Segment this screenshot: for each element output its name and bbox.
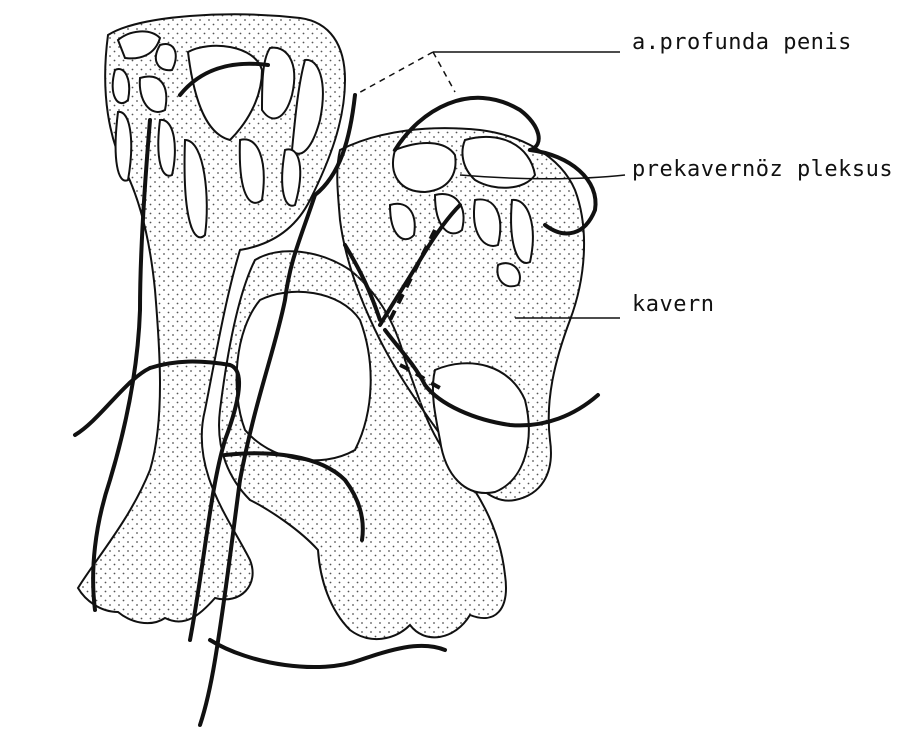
label-prekavernoz-pleksus: prekavernöz pleksus <box>632 157 893 182</box>
label-a-profunda-penis: a.profunda penis <box>632 30 852 55</box>
label-kavern: kavern <box>632 292 714 317</box>
middle-cavern-hole <box>237 292 371 461</box>
